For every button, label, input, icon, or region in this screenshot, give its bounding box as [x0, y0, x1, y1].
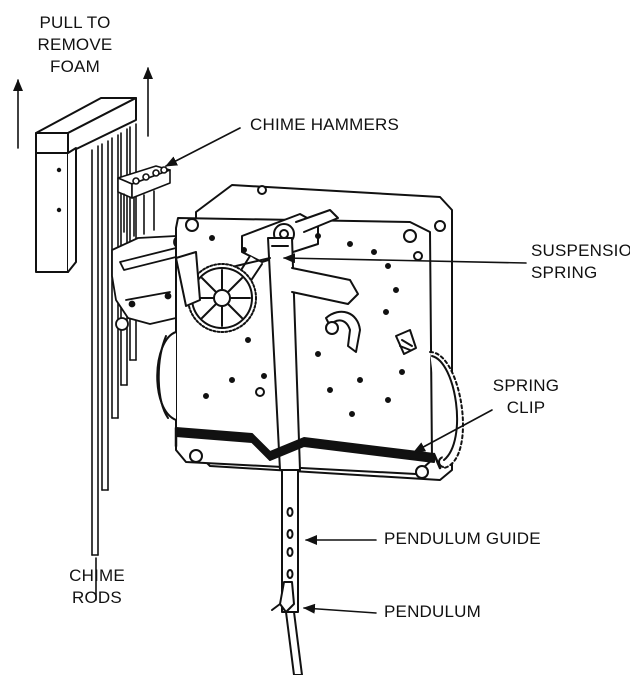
label-chime-hammers: CHIME HAMMERS — [250, 115, 399, 134]
label-suspension-spring-line-1: SUSPENSION — [531, 241, 630, 260]
leader-arrows — [13, 67, 527, 614]
label-suspension-spring-line-2: SPRING — [531, 263, 598, 282]
label-chime-rods: CHIME RODS — [52, 565, 142, 609]
label-spring-clip-line-1: SPRING — [492, 376, 560, 395]
label-pull-to-remove-foam-line-1: PULL TO — [39, 13, 111, 32]
label-pull-to-remove-foam: PULL TO REMOVE FOAM — [28, 12, 122, 78]
escape-gear — [187, 263, 257, 333]
chime-hammer-block — [117, 165, 171, 237]
label-chime-rods-line-2: RODS — [72, 588, 122, 607]
label-pendulum: PENDULUM — [384, 602, 482, 621]
spring-clip — [174, 426, 442, 470]
label-pendulum-guide: PENDULUM GUIDE — [384, 529, 541, 548]
label-spring-clip-line-2: CLIP — [506, 398, 546, 417]
label-pull-to-remove-foam-line-3: FOAM — [50, 57, 100, 76]
label-suspension-spring: SUSPENSION SPRING — [531, 240, 630, 284]
pendulum-assembly — [271, 469, 303, 676]
clock-movement — [156, 184, 464, 481]
label-spring-clip: SPRING CLIP — [486, 375, 566, 419]
label-pull-to-remove-foam-line-2: REMOVE — [37, 35, 113, 54]
chime-rod-assembly — [35, 97, 193, 556]
label-chime-rods-line-1: CHIME — [69, 566, 125, 585]
hammer-lever-plate — [111, 235, 193, 331]
